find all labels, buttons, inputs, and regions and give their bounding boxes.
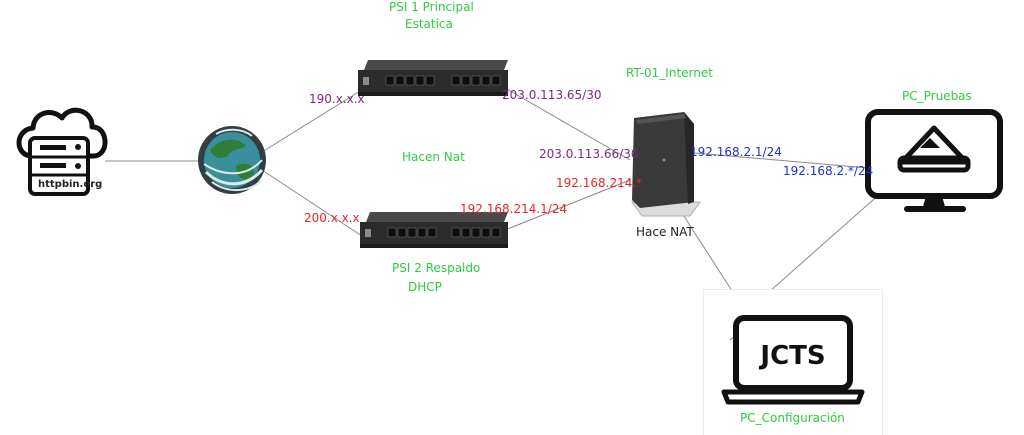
isp2-title: PSI 2 Respaldo: [392, 261, 481, 275]
server-label: httpbin.org: [38, 179, 103, 190]
link-internet-isp2: [261, 169, 366, 239]
pc-pruebas-ip: 192.168.2.*/24: [783, 164, 874, 178]
links: [105, 87, 883, 323]
link-isp2-rt01: [504, 179, 631, 231]
isp1-lan-ip: 203.0.113.65/30: [502, 88, 602, 102]
router-psi1: [358, 60, 508, 96]
nat-note: Hacen Nat: [402, 150, 465, 164]
wireless-router-rt01: [631, 112, 701, 217]
rt01-lan-ip: 192.168.2.1/24: [690, 145, 782, 159]
isp2-wan-ip: 200.x.x.x: [304, 211, 360, 225]
monitor-icon: [865, 109, 1003, 212]
pc-pruebas-title: PC_Pruebas: [902, 89, 972, 103]
isp1-subtitle: Estatica: [405, 17, 453, 31]
link-internet-isp1: [261, 87, 366, 153]
isp2-lan-ip: 192.168.214.1/24: [460, 202, 568, 216]
rt01-title: RT-01_Internet: [626, 66, 713, 80]
globe-icon: [198, 126, 266, 194]
isp2-subtitle: DHCP: [408, 280, 442, 294]
isp1-title: PSI 1 Principal: [389, 0, 474, 14]
rt01-wan1-ip: 203.0.113.66/30: [539, 147, 639, 161]
link-rt01-pcpruebas: [694, 152, 869, 169]
rt01-note: Hace NAT: [636, 225, 694, 239]
cloud-server-icon: [16, 107, 108, 196]
rt01-wan2-ip: 192.168.214.*: [556, 176, 643, 190]
isp1-wan-ip: 190.x.x.x: [309, 92, 365, 106]
router-psi2: [360, 212, 508, 248]
link-isp1-rt01: [504, 87, 631, 161]
pc-config-title: PC_Configuración: [740, 411, 845, 425]
